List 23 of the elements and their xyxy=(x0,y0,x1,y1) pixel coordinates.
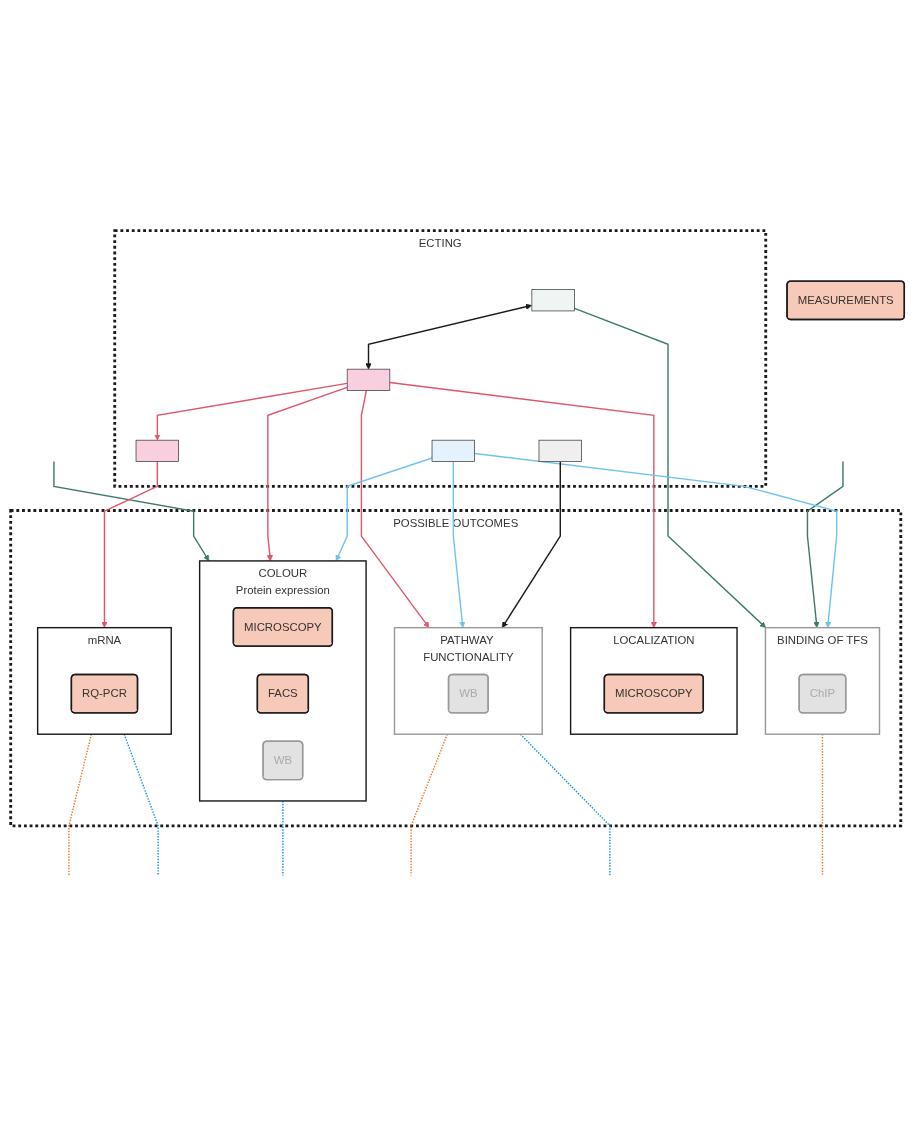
arrow xyxy=(452,461,466,629)
node-box xyxy=(431,440,475,463)
connector xyxy=(410,733,448,877)
node-box xyxy=(531,289,575,312)
node-box xyxy=(538,440,582,463)
arrow xyxy=(501,461,561,629)
arrow xyxy=(573,307,766,629)
arrow xyxy=(365,303,532,370)
arrow xyxy=(473,452,838,629)
arrow xyxy=(335,457,433,562)
connector xyxy=(123,733,159,877)
node-box xyxy=(346,369,391,392)
arrow xyxy=(806,461,844,629)
arrow xyxy=(266,386,348,562)
arrow xyxy=(360,390,430,629)
arrow xyxy=(154,382,348,441)
connector xyxy=(68,733,93,877)
cluster: ECTING xyxy=(113,229,768,488)
arrow xyxy=(101,461,159,629)
arrow xyxy=(53,461,210,562)
node-box xyxy=(135,440,179,463)
arrow xyxy=(389,382,657,629)
connector xyxy=(519,733,611,877)
